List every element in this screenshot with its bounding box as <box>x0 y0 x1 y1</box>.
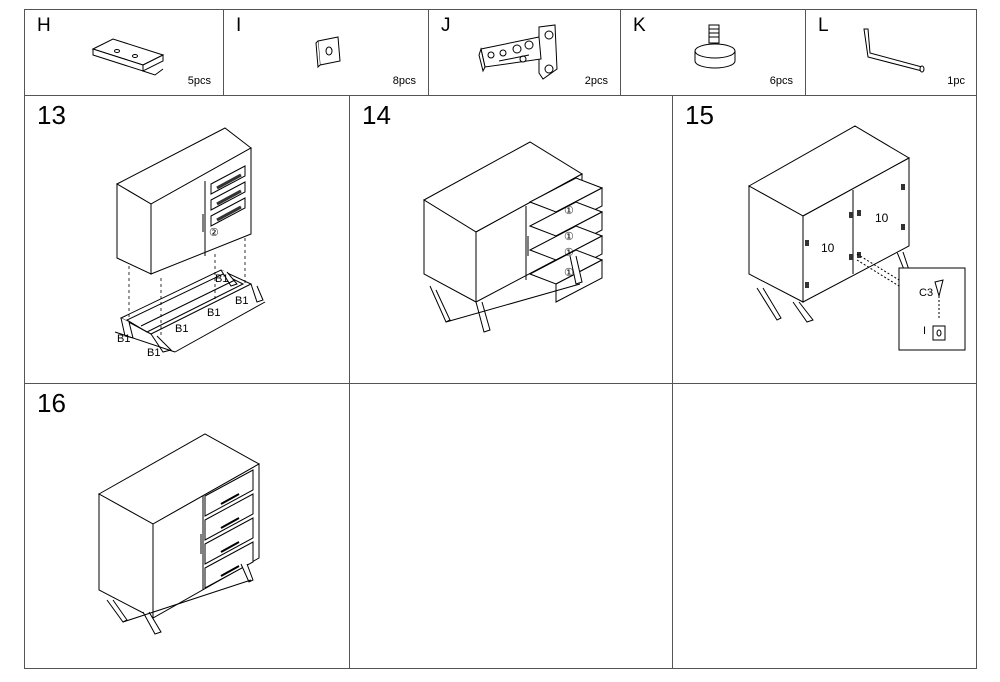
leveling-foot-icon <box>694 24 736 69</box>
step-16-illustration <box>97 433 261 635</box>
step15-screw-label: C3 <box>919 287 933 299</box>
step15-door-label: 10 <box>875 211 889 225</box>
step-15: 15 <box>673 96 977 383</box>
step-13-illustration: B1 B1 B1 B1 B1 B1 ② <box>114 127 266 359</box>
part-j: J 2pcs <box>429 9 620 95</box>
part-qty: 1pc <box>947 75 965 87</box>
step13-b1-label: B1 <box>117 333 130 345</box>
step-15-illustration: 10 10 C3 I <box>747 125 966 351</box>
step14-drawer-label: ① <box>564 247 574 259</box>
step13-b1-label: B1 <box>207 307 220 319</box>
step-16: 16 <box>25 384 349 668</box>
allen-key-icon <box>863 28 925 73</box>
empty-step-cell <box>350 384 672 668</box>
part-letter: J <box>441 15 451 36</box>
step-number: 15 <box>685 100 714 130</box>
step-14-illustration: ① ① ① ① <box>423 141 604 333</box>
part-qty: 6pcs <box>769 75 793 87</box>
part-letter: L <box>818 15 829 36</box>
step-number: 14 <box>362 100 391 130</box>
step13-b1-label: B1 <box>215 273 228 285</box>
part-k: K 6pcs <box>621 9 805 95</box>
cam-plate-icon <box>315 36 341 69</box>
empty-step-cell <box>673 384 977 668</box>
step14-drawer-label: ① <box>564 267 574 279</box>
step15-door-label: 10 <box>821 241 835 255</box>
step13-panel-label: ② <box>209 227 219 239</box>
part-letter: K <box>633 15 646 36</box>
step-number: 16 <box>37 388 66 418</box>
step-13: 13 <box>25 96 349 383</box>
part-letter: H <box>37 15 51 36</box>
step-14: 14 <box>350 96 672 383</box>
part-qty: 2pcs <box>584 75 608 87</box>
part-qty: 5pcs <box>187 75 211 87</box>
step14-drawer-label: ① <box>564 205 574 217</box>
step13-b1-label: B1 <box>147 347 160 359</box>
part-qty: 8pcs <box>392 75 416 87</box>
part-i: I 8pcs <box>224 9 428 95</box>
step13-b1-label: B1 <box>235 295 248 307</box>
step-number: 13 <box>37 100 66 130</box>
part-letter: I <box>236 15 242 36</box>
part-l: L 1pc <box>806 9 977 95</box>
hinge-icon <box>478 24 558 80</box>
part-h: H 5pcs <box>25 9 223 95</box>
step15-plate-label: I <box>923 325 926 337</box>
bracket-icon <box>91 38 165 76</box>
step13-b1-label: B1 <box>175 323 188 335</box>
step14-drawer-label: ① <box>564 231 574 243</box>
